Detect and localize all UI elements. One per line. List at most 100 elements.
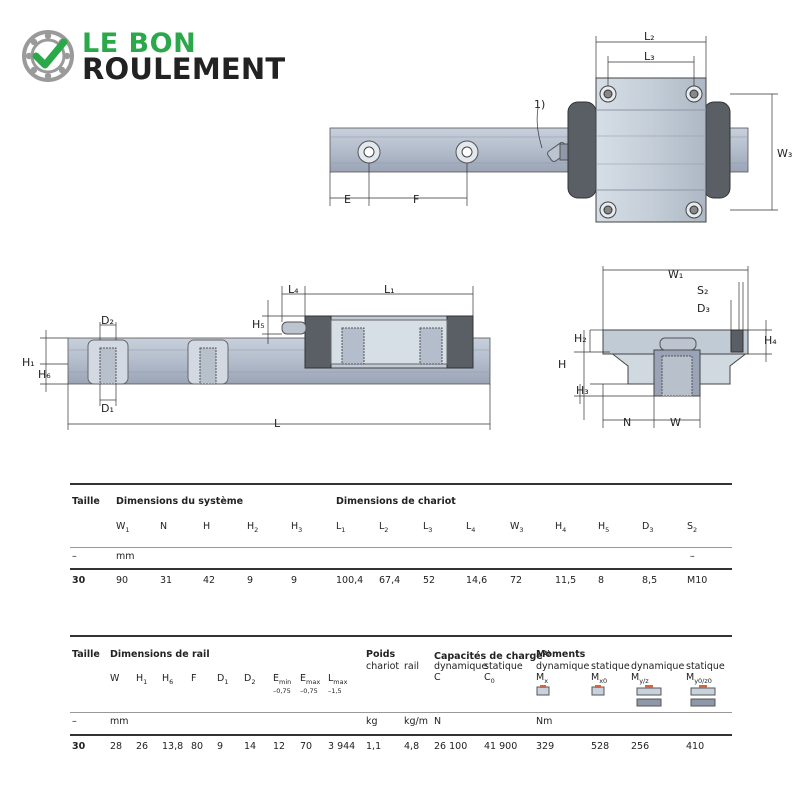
grease-nipple [547, 142, 571, 162]
t2-value-3: 80 [191, 741, 204, 752]
t2-unit-dash: – [72, 716, 77, 727]
t2-mom-Myz0: My0/z0 [686, 672, 712, 685]
t1-value-4: 9 [291, 575, 298, 586]
table1-unit-rule [70, 568, 732, 570]
t2-mom-Mx: Mx [536, 672, 549, 685]
top-view: L₂ L₃ W₃ E F 1) [329, 30, 792, 223]
t1-value-11: 8 [598, 575, 605, 586]
t1-value-5: 100,4 [336, 575, 364, 586]
table2-header-rule [70, 712, 732, 713]
t1-header-7: L3 [423, 521, 433, 534]
t1-header-2: H [203, 521, 211, 532]
front-view: W₁ S₂ D₃ H₂ H H₄ H₃ N W [558, 266, 777, 429]
t2-value-8: 3 944 [328, 741, 356, 752]
rail-bore-2 [187, 339, 229, 385]
dim-H6: H₆ [38, 368, 51, 381]
table1-top-rule [70, 483, 732, 485]
t2-tol-emin: –0,75 [273, 687, 291, 695]
t1-header-8: L4 [466, 521, 476, 534]
t2-value-15: 256 [631, 741, 650, 752]
t2-value-7: 70 [300, 741, 313, 752]
t2-value-1: 26 [136, 741, 149, 752]
t2-header-8: Lmax [328, 673, 348, 686]
t2-group-moments: Moments [536, 649, 586, 660]
t2-header-0: W [110, 673, 120, 684]
moment-x0-icon [591, 685, 605, 696]
t2-cap-C: C [434, 672, 441, 683]
dim-W: W [670, 416, 681, 429]
dim-S2: S₂ [697, 284, 708, 297]
t2-mom-Mx0: Mx0 [591, 672, 608, 685]
t2-header-5: D2 [244, 673, 256, 686]
t1-header-3: H2 [247, 521, 259, 534]
moment-x-icon [536, 685, 550, 696]
t2-value-0: 28 [110, 741, 123, 752]
t2-value-6: 12 [273, 741, 286, 752]
dim-H: H [558, 358, 566, 371]
t2-unit-kg: kg [366, 716, 378, 727]
t2-unit-mm: mm [110, 716, 129, 727]
dim-L3: L₃ [644, 50, 655, 63]
t1-header-4: H3 [291, 521, 303, 534]
t2-header-2: H6 [162, 673, 174, 686]
t2-value-9: 1,1 [366, 741, 382, 752]
t2-group-capacites: Capacités de charge2) [434, 649, 551, 663]
t2-header-1: H1 [136, 673, 148, 686]
t1-value-12: 8,5 [642, 575, 658, 586]
t1-group-chariot: Dimensions de chariot [336, 496, 456, 507]
t1-col-taille: Taille [72, 496, 100, 507]
dim-L1: L₁ [384, 283, 395, 296]
t2-header-4: D1 [217, 673, 229, 686]
t2-value-14: 528 [591, 741, 610, 752]
t2-mom-Myz: My/z [631, 672, 649, 685]
t2-header-7: Emax [300, 673, 321, 686]
dim-F: F [413, 193, 419, 206]
t1-header-13: S2 [687, 521, 698, 534]
t2-mom-dyn1: dynamique [536, 661, 590, 672]
t2-group-poids: Poids [366, 649, 396, 660]
t1-header-0: W1 [116, 521, 130, 534]
dim-H4: H₄ [764, 334, 777, 347]
dim-H5: H₅ [252, 318, 265, 331]
t1-row-taille: 30 [72, 575, 86, 586]
t2-tol-emax: –0,75 [300, 687, 318, 695]
logo-line-1: LE BON [82, 28, 197, 59]
moment-yz0-icon [690, 685, 716, 707]
t1-value-6: 67,4 [379, 575, 401, 586]
dim-H3: H₃ [576, 384, 589, 397]
t1-header-10: H4 [555, 521, 567, 534]
dim-W3: W₃ [777, 147, 792, 160]
dim-L2: L₂ [644, 30, 655, 43]
t2-row-taille: 30 [72, 741, 86, 752]
dim-W1: W₁ [668, 268, 683, 281]
dim-N: N [623, 416, 631, 429]
t1-unit-end: – [690, 551, 695, 562]
t1-header-5: L1 [336, 521, 346, 534]
table2-unit-rule [70, 734, 732, 736]
dim-L4: L₄ [288, 283, 299, 296]
t1-value-10: 11,5 [555, 575, 577, 586]
table2-top-rule [70, 635, 732, 637]
dim-H1: H₁ [22, 356, 35, 369]
t1-header-9: W3 [510, 521, 524, 534]
t2-col-taille: Taille [72, 649, 100, 660]
t1-value-9: 72 [510, 575, 523, 586]
t2-cap-dyn: dynamique [434, 661, 488, 672]
t2-group-rail: Dimensions de rail [110, 649, 210, 660]
side-view: L₄ L₁ H₅ D₂ H₁ H₆ D₁ L [22, 283, 491, 430]
t2-header-6: Emin [273, 673, 292, 686]
t2-value-10: 4,8 [404, 741, 420, 752]
t2-mom-stat2: statique [686, 661, 725, 672]
t2-cap-C0: C0 [484, 672, 495, 685]
dim-D2: D₂ [101, 314, 114, 327]
t2-value-16: 410 [686, 741, 705, 752]
dim-H2: H₂ [574, 332, 587, 345]
t2-unit-N: N [434, 716, 442, 727]
t1-value-13: M10 [687, 575, 708, 586]
dim-L: L [274, 417, 281, 430]
dim-D3: D₃ [697, 302, 710, 315]
rail-bore-1 [87, 339, 129, 385]
moment-yz-icon [636, 685, 662, 707]
brand-logo: LE BON ROULEMENT [22, 28, 302, 88]
t2-poids-rail: rail [404, 661, 420, 672]
